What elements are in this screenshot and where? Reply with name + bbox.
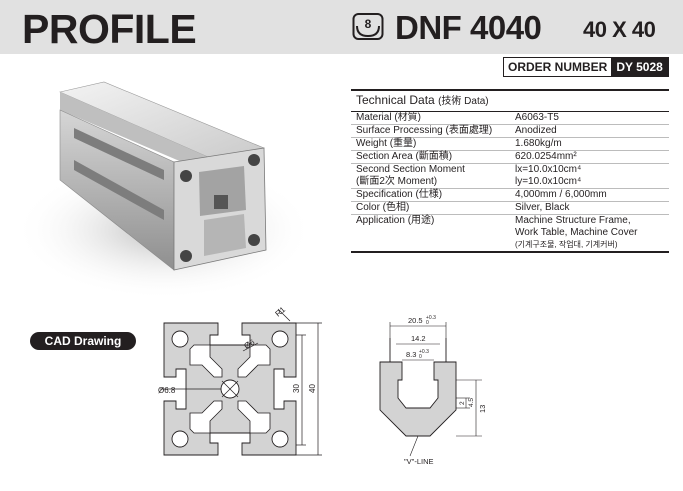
row-key xyxy=(351,239,515,251)
table-row: Surface Processing (表面處理) Anodized xyxy=(351,125,669,138)
row-value: Anodized xyxy=(515,125,557,136)
model-size: 40 X 40 xyxy=(583,17,656,42)
row-key: Surface Processing (表面處理) xyxy=(356,125,493,136)
row-key: Second Section Moment xyxy=(356,164,465,175)
row-key: Application (用途) xyxy=(356,215,435,226)
row-value: ly=10.0x10cm⁴ xyxy=(515,176,582,187)
dim-d68: Ø6.8 xyxy=(158,386,176,395)
technical-data-table: Technical Data (技術 Data) Material (材質) A6… xyxy=(351,89,669,253)
page-title: PROFILE xyxy=(22,6,197,52)
table-row: (斷面2次 Moment) ly=10.0x10cm⁴ xyxy=(351,176,669,189)
v-line-label: "V"-LINE xyxy=(404,457,434,466)
cad-drawing-label: CAD Drawing xyxy=(30,332,136,350)
dim-30: 30 xyxy=(292,384,301,393)
dim-slot-inner: 8.3 xyxy=(406,350,416,359)
row-key xyxy=(351,227,515,239)
row-value: 1.680kg/m xyxy=(515,138,562,149)
dim-slot-mid: 14.2 xyxy=(411,334,426,343)
dim-13: 13 xyxy=(478,405,487,413)
dim-slot-top: 20.5 xyxy=(408,316,423,325)
code-number: 8 xyxy=(365,17,372,31)
dim-2: 2 xyxy=(459,401,466,405)
cross-section-drawing: R1 Ø6 Ø6.8 30 40 xyxy=(158,305,322,456)
table-row: Weight (重量) 1.680kg/m xyxy=(351,138,669,151)
order-number-value: DY 5028 xyxy=(611,58,668,76)
table-row: Specification (仕様) 4,000mm / 6,000mm xyxy=(351,189,669,202)
table-row: Application (用途) Machine Structure Frame, xyxy=(351,215,669,227)
technical-data-title: Technical Data (技術 Data) xyxy=(351,89,669,112)
row-value: Silver, Black xyxy=(515,202,570,213)
order-number-box: ORDER NUMBER DY 5028 xyxy=(503,57,669,77)
row-value: 620.0254mm² xyxy=(515,151,577,162)
dim-40: 40 xyxy=(308,384,317,393)
table-row: Second Section Moment lx=10.0x10cm⁴ xyxy=(351,164,669,176)
row-key: (斷面2次 Moment) xyxy=(356,176,438,187)
slot-detail-drawing: 20.5 +0.3 0 14.2 8.3 +0.3 0 2 4.5 13 "V"… xyxy=(379,315,487,466)
profile-code-icon: 8 xyxy=(352,13,384,40)
table-row: Color (色相) Silver, Black xyxy=(351,202,669,215)
table-row: (기계구조물, 작업대, 기계커버) xyxy=(351,239,669,253)
dim-slot-top-tol: +0.3 xyxy=(426,315,436,321)
row-value: Work Table, Machine Cover xyxy=(515,227,638,238)
dim-45: 4.5 xyxy=(468,398,475,407)
technical-data-title-text: Technical Data xyxy=(356,93,435,107)
dim-slot-inner-tol: +0.3 xyxy=(419,349,429,355)
row-value: 4,000mm / 6,000mm xyxy=(515,189,607,200)
dim-slot-top-tol2: 0 xyxy=(426,320,429,326)
row-key: Section Area (斷面積) xyxy=(356,151,453,162)
dim-slot-inner-tol2: 0 xyxy=(419,354,422,360)
row-key: Specification (仕様) xyxy=(356,189,443,200)
row-key: Color (色相) xyxy=(356,202,410,213)
order-number-label: ORDER NUMBER xyxy=(504,58,612,76)
header-band xyxy=(0,0,683,54)
profile-photo xyxy=(14,81,314,300)
row-value: Machine Structure Frame, xyxy=(515,215,631,226)
row-value: A6063-T5 xyxy=(515,112,559,123)
technical-data-title-sub: (技術 Data) xyxy=(438,96,489,107)
row-value: (기계구조물, 작업대, 기계커버) xyxy=(515,240,618,249)
row-key: Material (材質) xyxy=(356,112,422,123)
row-key: Weight (重量) xyxy=(356,138,417,149)
model-name: DNF 4040 xyxy=(395,9,542,46)
table-row: Material (材質) A6063-T5 xyxy=(351,112,669,125)
table-row: Work Table, Machine Cover xyxy=(351,227,669,239)
table-row: Section Area (斷面積) 620.0254mm² xyxy=(351,151,669,164)
row-value: lx=10.0x10cm⁴ xyxy=(515,164,582,175)
